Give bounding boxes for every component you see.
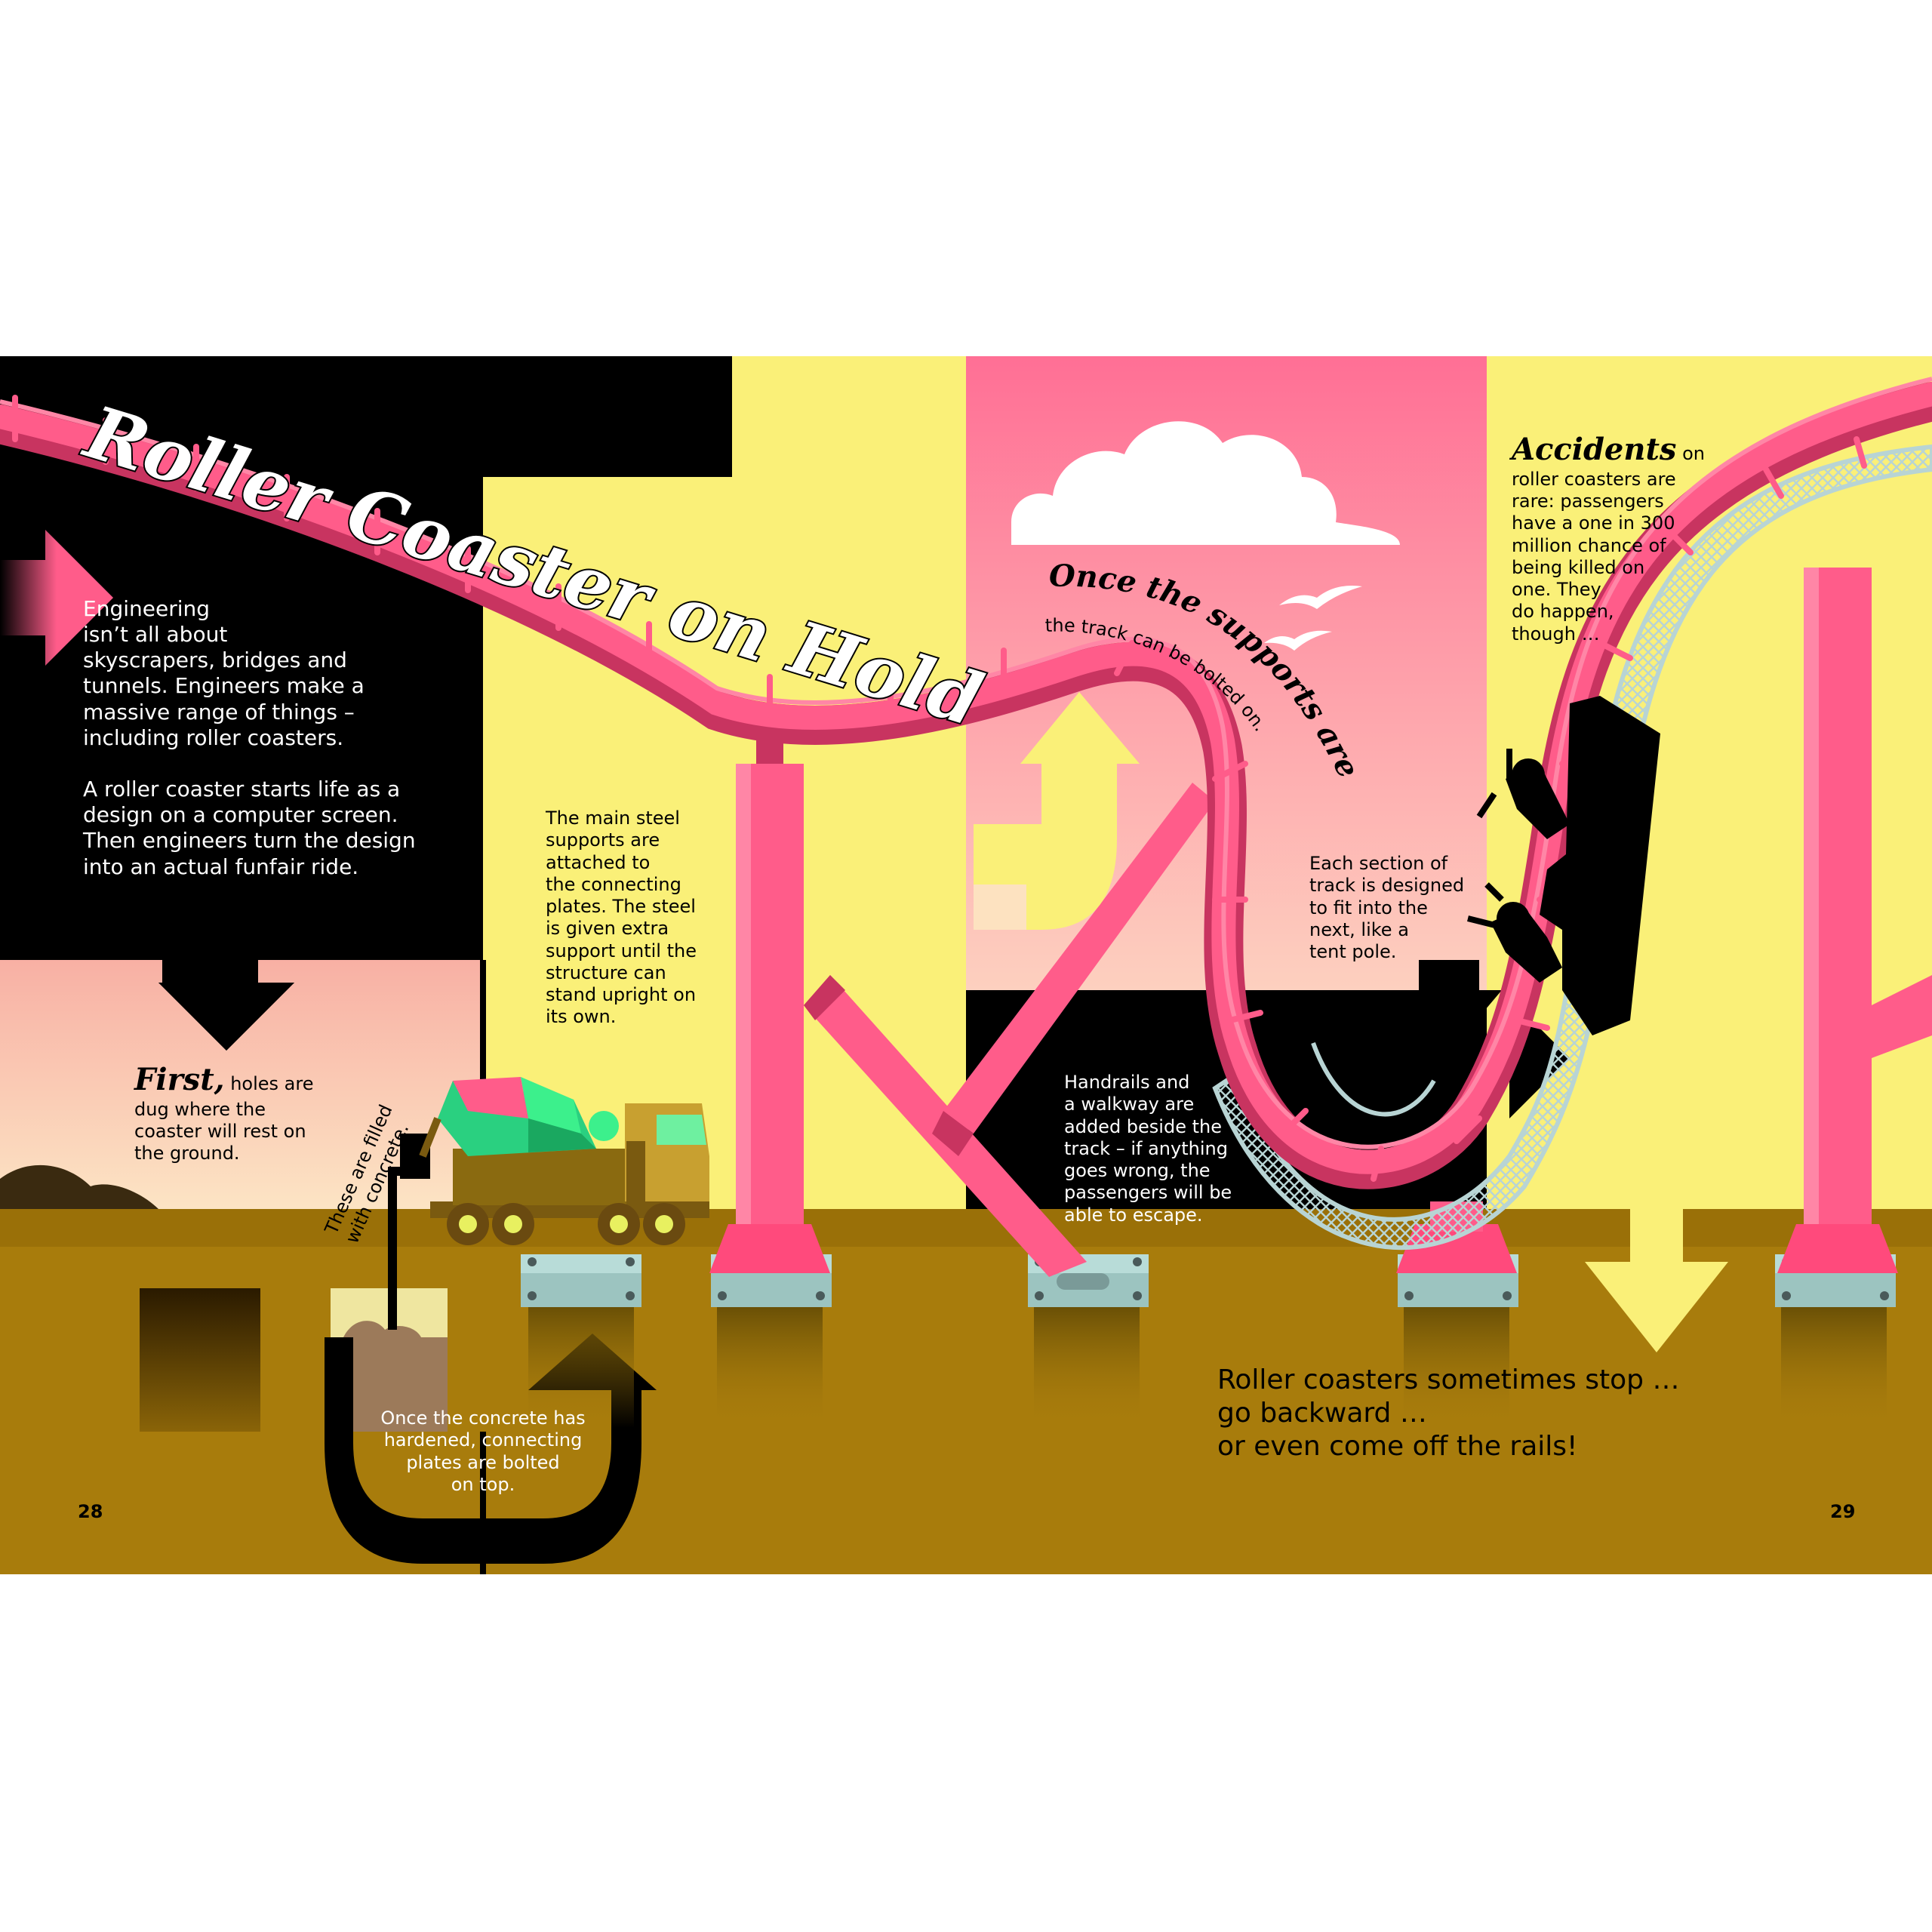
accidents-lead: Accidents (1512, 432, 1677, 467)
arrow-down-icon (1336, 960, 1502, 1088)
first-body: holes are dug where the coaster will res… (134, 1073, 314, 1164)
handrails-text: Handrails and a walkway are added beside… (1064, 1072, 1232, 1226)
steel-support (1777, 568, 1932, 1273)
hole (140, 1288, 260, 1432)
arrow-right-icon (0, 530, 113, 666)
passengers-icon (1467, 696, 1660, 1035)
connecting-plate (1028, 1254, 1149, 1307)
panel-black-top (483, 356, 732, 477)
accidents-text: Accidents on roller coasters are rare: p… (1512, 432, 1715, 645)
arrow-up-icon (325, 1334, 657, 1564)
truck-icon (419, 1077, 709, 1245)
cloud-icon (1011, 421, 1400, 545)
first-lead: First, (134, 1062, 225, 1097)
bird-icon (1279, 586, 1362, 609)
bush (0, 1164, 158, 1209)
steel-support (709, 711, 830, 1273)
track-section-text: Each section of track is designed to fit… (1309, 853, 1465, 963)
connecting-plate (521, 1254, 641, 1307)
concrete-hardened-text: Once the concrete has hardened, connecti… (380, 1407, 586, 1495)
arrow-right-icon (1479, 998, 1570, 1118)
arrow-up-icon (974, 692, 1140, 930)
accidents-body: on roller coasters are rare: passengers … (1512, 443, 1705, 645)
illustration: Roller Coaster on Hold Once the supports… (0, 356, 1932, 1574)
arrow-down-icon (1585, 1156, 1728, 1352)
page-number-left: 28 (78, 1501, 103, 1522)
book-spread: Roller Coaster on Hold Once the supports… (0, 356, 1932, 1574)
diagonal-brace (804, 783, 1215, 1277)
stop-text: Roller coasters sometimes stop … go back… (1217, 1364, 1680, 1462)
page-number-right: 29 (1830, 1501, 1856, 1522)
first-step-text: First, holes are dug where the coaster w… (134, 1062, 361, 1165)
steel-supports-text: The main steel supports are attached to … (546, 808, 697, 1028)
intro-text: Engineering isn’t all about skyscrapers,… (83, 596, 416, 879)
bird-icon (1264, 630, 1332, 651)
